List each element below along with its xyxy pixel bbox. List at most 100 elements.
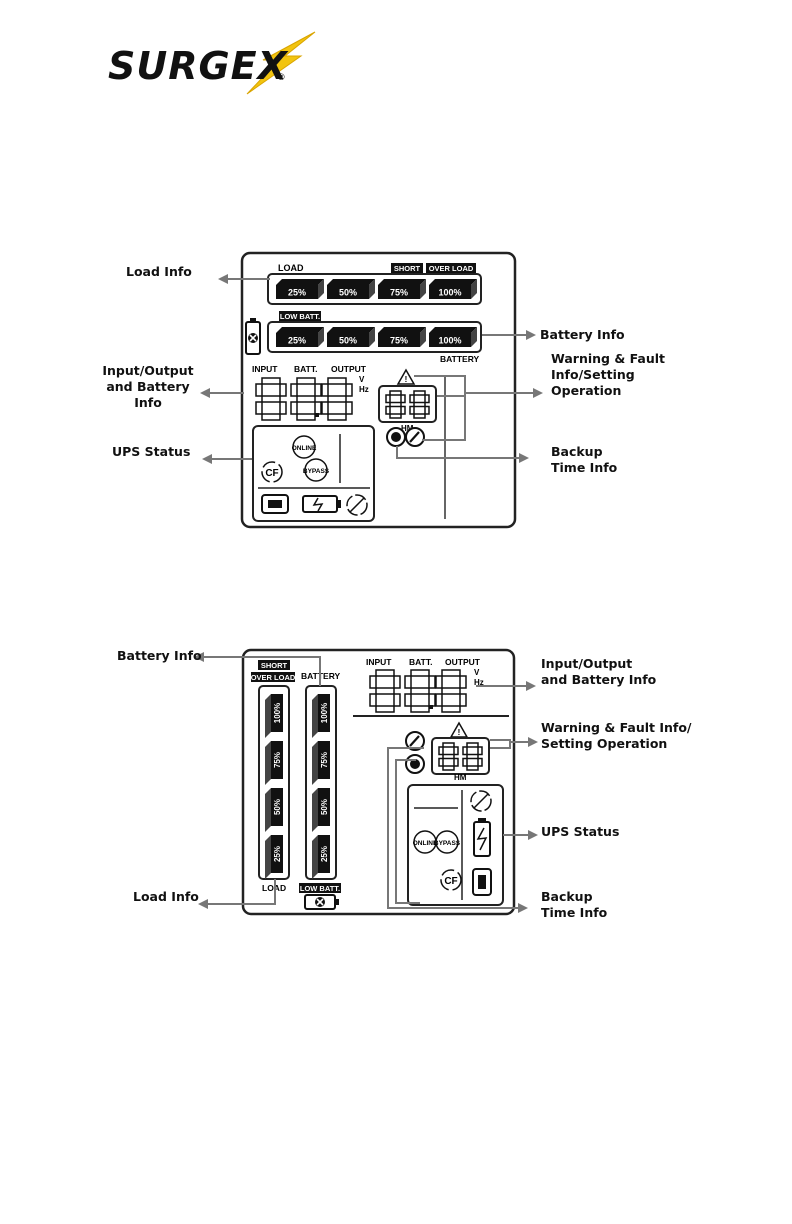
volt-unit: V bbox=[359, 375, 365, 384]
segment-digit bbox=[321, 377, 353, 421]
hz-unit: Hz bbox=[474, 678, 484, 687]
callout-ups-status: UPS Status bbox=[541, 824, 620, 839]
load-bar-segment: 25% bbox=[276, 279, 324, 299]
short-tag-bg bbox=[391, 263, 423, 273]
callout-backup-line1: Backup bbox=[551, 444, 603, 459]
bypass-label: BYPASS bbox=[434, 840, 461, 847]
batt-label: BATT. bbox=[294, 364, 317, 374]
callout-io-line1: Input/Output bbox=[102, 363, 194, 378]
battery-bar-percent-label: 25% bbox=[320, 846, 329, 862]
lcd-panel-horizontal: LOAD SHORT OVER LOAD 25% 50% 75% 100% LOW B… bbox=[200, 251, 543, 529]
output-label: OUTPUT bbox=[445, 657, 481, 667]
callout-backup-line2: Time Info bbox=[551, 460, 618, 475]
segment-digit bbox=[462, 742, 483, 771]
battery-bar-segment: 100% bbox=[429, 327, 477, 347]
load-bar-segment: 50% bbox=[327, 279, 375, 299]
callout-io-line2: and Battery bbox=[106, 379, 190, 394]
battery-bar-segment: 75% bbox=[312, 741, 330, 785]
wrench-icon bbox=[405, 427, 425, 447]
battery-bar-percent-label: 25% bbox=[288, 336, 306, 346]
battery-bar-segment: 75% bbox=[378, 327, 426, 347]
online-label: ONLINE bbox=[413, 840, 438, 847]
brand-name: SURGEX bbox=[108, 44, 288, 88]
hm-label: HM bbox=[401, 424, 414, 433]
input-label: INPUT bbox=[366, 657, 392, 667]
segment-digit bbox=[435, 669, 467, 713]
battery-bar-percent-label: 100% bbox=[320, 703, 329, 723]
callout-battery-info: Battery Info bbox=[117, 648, 202, 663]
hm-label: HM bbox=[454, 773, 467, 782]
bypass-icon: BYPASS bbox=[434, 830, 461, 854]
over-load-tag: OVER LOAD bbox=[429, 264, 474, 273]
battery-level-bars: 100% 75% 50% 25% bbox=[312, 694, 330, 879]
bypass-label: BYPASS bbox=[303, 468, 330, 475]
short-tag: SHORT bbox=[261, 661, 288, 670]
callout-battery-info: Battery Info bbox=[540, 327, 625, 342]
callout-io-line3: Info bbox=[134, 395, 162, 410]
small-segment-display bbox=[438, 742, 483, 771]
callout-input-output: Input/Output and Battery Info bbox=[96, 363, 200, 411]
callout-warn-line1: Warning & Fault Info/ bbox=[541, 720, 692, 735]
load-level-bars: 100% 75% 50% 25% bbox=[265, 694, 283, 879]
callout-warning-fault: Warning & Fault Info/Setting Operation bbox=[551, 351, 665, 399]
battery-fault-icon bbox=[245, 318, 261, 355]
batt-label: BATT. bbox=[409, 657, 432, 667]
load-bar-segment: 75% bbox=[265, 741, 283, 785]
load-bar-segment: 100% bbox=[429, 279, 477, 299]
short-tag: SHORT bbox=[394, 264, 421, 273]
load-bar-percent-label: 50% bbox=[273, 799, 282, 815]
segment-digit bbox=[369, 669, 401, 713]
callout-load-info: Load Info bbox=[133, 889, 199, 904]
load-label: LOAD bbox=[278, 263, 304, 273]
load-bar-percent-label: 100% bbox=[438, 288, 461, 298]
callout-backup-line2: Time Info bbox=[541, 905, 608, 920]
bypass-icon: BYPASS bbox=[303, 458, 330, 482]
callout-warning-fault: Warning & Fault Info/ Setting Operation bbox=[541, 720, 691, 752]
load-bar-segment: 75% bbox=[378, 279, 426, 299]
battery-bar-percent-label: 75% bbox=[320, 752, 329, 768]
callout-io-line1: Input/Output bbox=[541, 656, 633, 671]
battery-fault-icon bbox=[304, 894, 339, 910]
callout-warn-line2: Setting Operation bbox=[541, 736, 668, 751]
mute-icon bbox=[470, 790, 492, 812]
svg-text:!: ! bbox=[458, 728, 461, 737]
lightning-bolt-icon bbox=[246, 31, 316, 95]
load-bar-percent-label: 75% bbox=[390, 288, 408, 298]
callout-warn-line2: Info/Setting bbox=[551, 367, 635, 382]
charging-battery-icon bbox=[473, 818, 491, 857]
load-bar-segment: 100% bbox=[265, 694, 283, 738]
segment-digit bbox=[385, 390, 406, 419]
callout-io-line2: and Battery Info bbox=[541, 672, 657, 687]
callout-backup-time: Backup Time Info bbox=[541, 889, 607, 921]
lcd-diagram-vertical: SHORT OVER LOAD BATTERY 100%75%50%25% 10… bbox=[0, 600, 792, 940]
load-bar-percent-label: 25% bbox=[288, 288, 306, 298]
load-bar-percent-label: 50% bbox=[339, 288, 357, 298]
battery-bar-segment: 25% bbox=[312, 835, 330, 879]
low-batt-tag: LOW BATT. bbox=[300, 884, 340, 893]
load-bar-segment: 50% bbox=[265, 788, 283, 832]
battery-bar-percent-label: 50% bbox=[320, 799, 329, 815]
seven-segment-display bbox=[369, 669, 467, 713]
over-load-tag: OVER LOAD bbox=[251, 673, 296, 682]
lcd-panel-vertical: SHORT OVER LOAD BATTERY 100%75%50%25% 10… bbox=[194, 648, 538, 916]
callout-backup-time: Backup Time Info bbox=[551, 444, 617, 476]
plug-icon bbox=[261, 494, 289, 514]
charging-battery-icon bbox=[302, 495, 341, 513]
load-bar-percent-label: 25% bbox=[273, 846, 282, 862]
online-label: ONLINE bbox=[292, 445, 317, 452]
segment-digit bbox=[255, 377, 287, 421]
svg-text:CF: CF bbox=[444, 876, 457, 887]
lcd-diagram-horizontal: LOAD SHORT OVER LOAD 25% 50% 75% 100% LOW B… bbox=[0, 0, 792, 560]
low-batt-tag-bg bbox=[279, 311, 321, 321]
battery-bar-percent-label: 100% bbox=[438, 336, 461, 346]
low-batt-tag: LOW BATT. bbox=[280, 312, 320, 321]
small-segment-display bbox=[385, 390, 430, 419]
load-level-bars: 25% 50% 75% 100% bbox=[276, 279, 477, 299]
over-load-tag-bg bbox=[426, 263, 476, 273]
battery-bar-percent-label: 50% bbox=[339, 336, 357, 346]
callout-warn-line1: Warning & Fault bbox=[551, 351, 665, 366]
fault-gear-icon bbox=[386, 427, 406, 447]
converter-icon: CF bbox=[261, 461, 283, 483]
svg-text:!: ! bbox=[405, 375, 408, 384]
plug-icon bbox=[472, 868, 492, 896]
